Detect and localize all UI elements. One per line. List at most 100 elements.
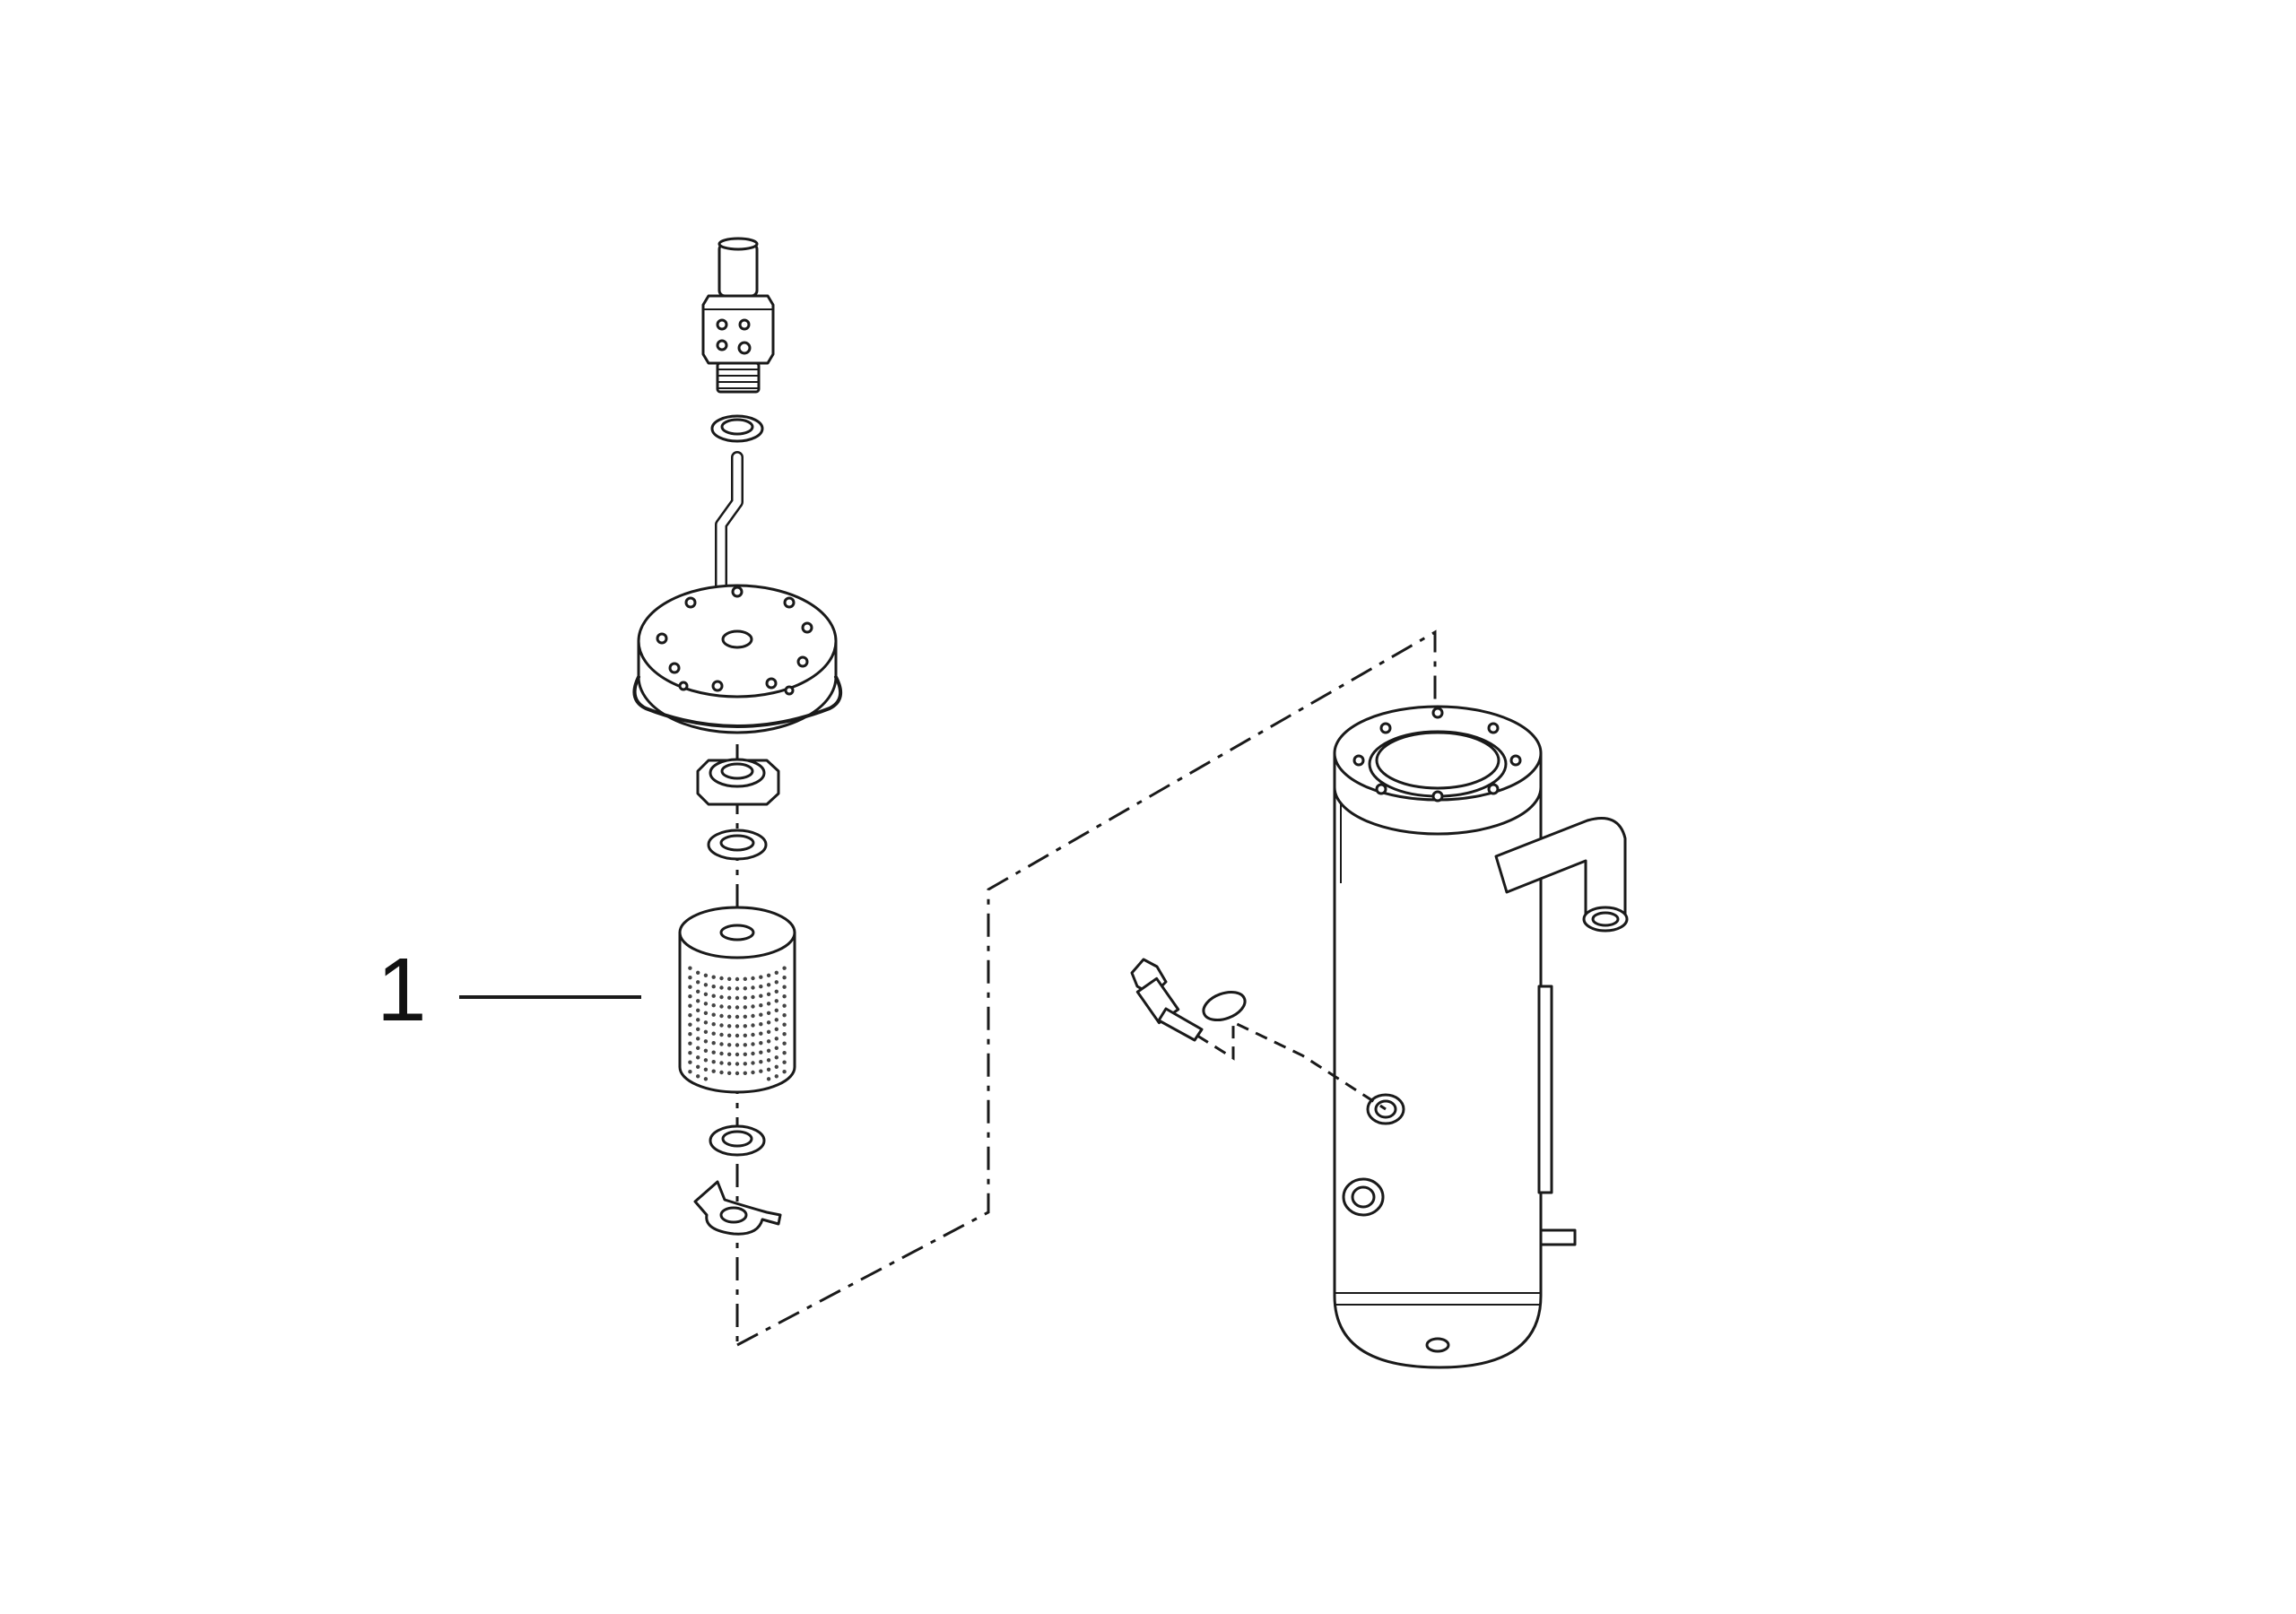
- perforation-hole: [719, 985, 724, 990]
- perforation-hole: [743, 1071, 747, 1076]
- perforation-hole: [735, 1033, 740, 1038]
- probe-link-line: [1196, 1020, 1387, 1111]
- perforation-hole: [727, 1024, 732, 1028]
- perforation-hole: [751, 1032, 755, 1037]
- perforation-hole: [751, 976, 755, 981]
- flange-gasket: [632, 675, 843, 728]
- perforation-hole: [782, 1051, 787, 1055]
- perforation-hole: [766, 1002, 771, 1006]
- perforation-hole: [782, 976, 787, 980]
- top-fitting: [701, 237, 775, 394]
- perforation-hole: [743, 1014, 747, 1020]
- perforation-hole: [766, 973, 771, 978]
- perforation-hole: [727, 1033, 732, 1038]
- perforation-hole: [782, 985, 787, 989]
- perforation-hole: [696, 1055, 700, 1060]
- perforation-hole: [688, 1051, 692, 1055]
- perforation-hole: [719, 1070, 724, 1075]
- perforation-hole: [743, 1024, 747, 1028]
- perforation-hole: [719, 1004, 724, 1009]
- perforation-hole: [711, 1031, 716, 1036]
- perforation-hole: [719, 976, 724, 981]
- perforation-hole: [751, 1051, 755, 1056]
- flange-disc: [637, 584, 838, 734]
- perforation-hole: [782, 994, 787, 999]
- perforation-hole: [751, 1070, 755, 1075]
- perforation-hole: [759, 1012, 763, 1017]
- perforation-hole: [759, 1060, 763, 1064]
- perforation-hole: [703, 973, 709, 978]
- perforation-hole: [696, 1037, 700, 1041]
- perforation-hole: [743, 1005, 747, 1010]
- perforation-hole: [774, 999, 778, 1003]
- perforation-hole: [759, 975, 763, 979]
- perforation-hole: [696, 989, 700, 994]
- perforation-hole: [711, 1003, 716, 1008]
- perforation-hole: [688, 1003, 692, 1008]
- perforation-hole: [766, 1058, 771, 1063]
- perforation-hole: [743, 1052, 747, 1057]
- perforation-hole: [703, 992, 709, 997]
- perforation-hole: [688, 976, 692, 980]
- perforation-hole: [782, 1060, 787, 1064]
- perforation-hole: [688, 1013, 692, 1018]
- boiler-tank: [1333, 705, 1577, 1369]
- perforation-hole: [759, 1041, 763, 1046]
- perforation-hole: [735, 1024, 740, 1028]
- tab-washer: [693, 1180, 782, 1236]
- perforation-hole: [727, 1005, 732, 1010]
- perforation-hole: [774, 1018, 778, 1022]
- perforation-hole: [743, 1033, 747, 1038]
- perforation-hole: [696, 1027, 700, 1032]
- assembly-link-line: [736, 629, 1437, 1347]
- perforation-hole: [688, 1022, 692, 1027]
- perforation-hole: [759, 1069, 763, 1073]
- perforation-hole: [727, 1062, 732, 1066]
- perforation-hole: [727, 1071, 732, 1076]
- perforation-hole: [774, 1055, 778, 1060]
- perforation-hole: [688, 1032, 692, 1037]
- perforation-hole: [696, 970, 700, 976]
- perforation-hole: [759, 1003, 763, 1008]
- perforation-hole: [782, 966, 787, 970]
- perforation-hole: [743, 1043, 747, 1047]
- perforation-hole: [766, 1048, 771, 1054]
- perforation-hole: [719, 1061, 724, 1065]
- perforation-hole: [696, 1064, 700, 1070]
- perforation-hole: [696, 1046, 700, 1051]
- perforation-hole: [719, 1013, 724, 1019]
- perforation-hole: [719, 1042, 724, 1046]
- perforation-hole: [719, 1023, 724, 1028]
- perforation-hole: [782, 1022, 787, 1027]
- perforation-hole: [696, 1018, 700, 1022]
- perforation-hole: [727, 1043, 732, 1047]
- perforation-hole: [711, 1069, 716, 1073]
- perforation-hole: [727, 995, 732, 1001]
- perforation-hole: [782, 1070, 787, 1074]
- perforation-hole: [703, 1029, 709, 1035]
- perforation-hole: [766, 1011, 771, 1016]
- perforation-hole: [711, 1041, 716, 1046]
- perforation-hole: [782, 1032, 787, 1037]
- perforation-hole: [766, 1029, 771, 1035]
- perforation-hole: [711, 994, 716, 998]
- perforation-hole: [719, 994, 724, 1000]
- perforation-hole: [727, 986, 732, 991]
- perforation-hole: [774, 1046, 778, 1051]
- upper-ring: [710, 414, 764, 443]
- perforation-hole: [711, 985, 716, 989]
- perforation-hole: [751, 1013, 755, 1019]
- perforation-hole: [703, 1039, 709, 1044]
- perforation-hole: [743, 986, 747, 991]
- perforation-hole: [703, 1077, 709, 1081]
- perforation-hole: [766, 1039, 771, 1044]
- perforation-hole: [759, 994, 763, 998]
- perforation-hole: [711, 975, 716, 979]
- perforation-hole: [751, 1023, 755, 1028]
- perforation-hole: [743, 995, 747, 1001]
- perforation-hole: [735, 1014, 740, 1020]
- perforation-hole: [727, 1014, 732, 1020]
- perforation-hole: [711, 1012, 716, 1017]
- perforation-hole: [774, 1074, 778, 1079]
- perforation-hole: [719, 1051, 724, 1056]
